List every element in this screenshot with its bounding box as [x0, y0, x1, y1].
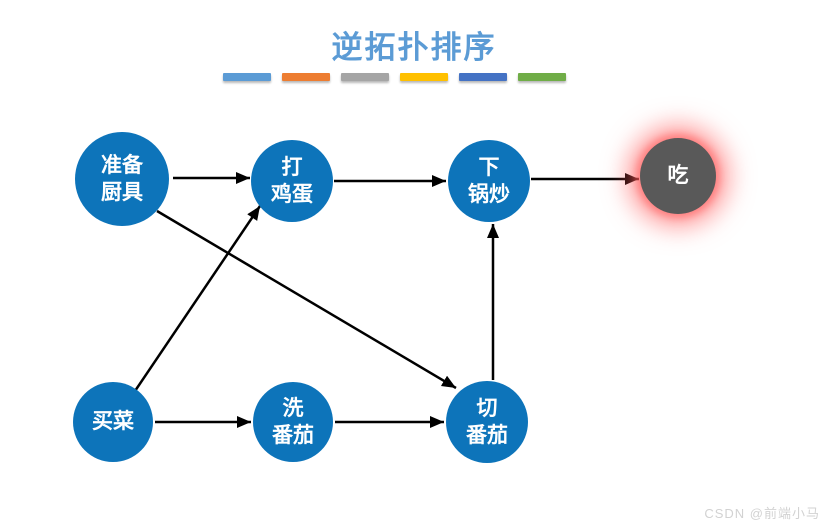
node-buy-groceries-label: 买菜 — [92, 410, 134, 434]
page-title: 逆拓扑排序 — [331, 30, 497, 65]
node-cut-tomato-label: 切 — [476, 396, 498, 420]
node-buy-groceries: 买菜 — [73, 382, 153, 462]
node-beat-eggs: 打鸡蛋 — [251, 140, 333, 222]
node-eat: 吃 — [640, 138, 716, 214]
node-prepare-utensils-label: 准备 — [101, 153, 143, 177]
node-beat-eggs-label: 鸡蛋 — [271, 183, 313, 206]
accent-bar-0 — [223, 73, 271, 81]
node-cut-tomato: 切番茄 — [446, 381, 528, 463]
edge-prepare-utensils-to-cut-tomato — [156, 209, 457, 390]
node-eat-label: 吃 — [667, 164, 689, 188]
node-wash-tomato-label: 番茄 — [272, 424, 314, 447]
accent-bar-4 — [459, 73, 507, 81]
node-stir-fry-label: 锅炒 — [468, 183, 510, 206]
edge-buy-groceries-to-beat-eggs — [133, 205, 262, 392]
node-prepare-utensils-label: 厨具 — [101, 181, 143, 204]
node-wash-tomato: 洗番茄 — [253, 382, 333, 462]
accent-bar-5 — [518, 73, 566, 81]
accent-bar-1 — [282, 73, 330, 81]
node-wash-tomato-label: 洗 — [282, 396, 304, 420]
accent-bar-2 — [341, 73, 389, 81]
node-stir-fry-label: 下 — [478, 155, 500, 179]
node-cut-tomato-label: 番茄 — [466, 424, 508, 447]
node-prepare-utensils: 准备厨具 — [75, 132, 169, 226]
node-stir-fry: 下锅炒 — [448, 140, 530, 222]
watermark: CSDN @前端小马 — [704, 506, 820, 521]
node-beat-eggs-label: 打 — [281, 155, 303, 179]
accent-bar-row — [223, 73, 566, 81]
accent-bar-3 — [400, 73, 448, 81]
